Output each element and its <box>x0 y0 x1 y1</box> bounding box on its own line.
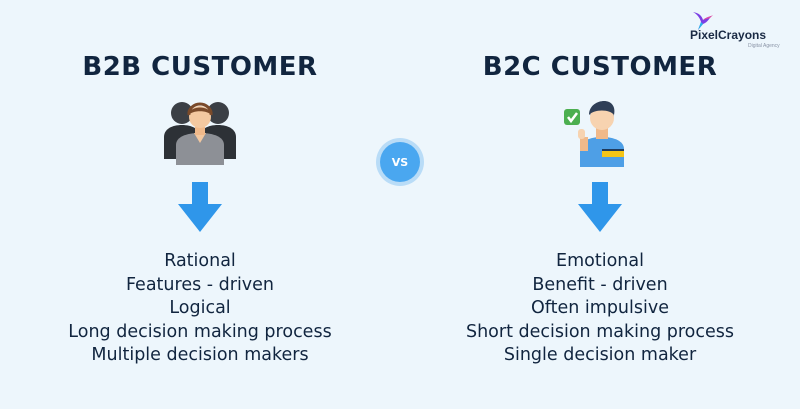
b2c-down-arrow-icon <box>578 182 622 232</box>
brand-tagline: Digital Agency <box>748 43 780 49</box>
list-item: Rational <box>164 251 236 271</box>
vs-badge: VS <box>380 142 420 182</box>
b2c-heading: B2C CUSTOMER <box>482 52 718 82</box>
b2c-traits-list: Emotional Benefit - driven Often impulsi… <box>400 250 800 368</box>
hummingbird-logo-icon <box>693 12 713 30</box>
brand-name: PixelCrayons <box>690 28 767 42</box>
brand-logo: PixelCrayons Digital Agency <box>686 8 790 49</box>
list-item: Long decision making process <box>68 321 332 342</box>
list-item: Single decision maker <box>503 345 697 365</box>
list-item: Short decision making process <box>465 321 734 342</box>
consumer-thumbs-up-icon <box>564 101 624 167</box>
b2b-heading: B2B CUSTOMER <box>82 52 318 82</box>
business-group-icon <box>164 102 236 165</box>
b2b-down-arrow-icon <box>178 182 222 232</box>
list-item: Emotional <box>556 251 644 271</box>
list-item: Benefit - driven <box>532 274 668 295</box>
list-item: Features - driven <box>125 274 275 295</box>
b2b-traits-list: Rational Features - driven Logical Long … <box>0 250 400 368</box>
list-item: Multiple decision makers <box>91 345 309 365</box>
list-item: Often impulsive <box>531 298 669 318</box>
b2c-column: B2C CUSTOMER Emotional Benefit - driven … <box>400 0 800 409</box>
list-item: Logical <box>169 298 231 318</box>
b2b-column: B2B CUSTOMER Rational Features - driven … <box>0 52 400 368</box>
